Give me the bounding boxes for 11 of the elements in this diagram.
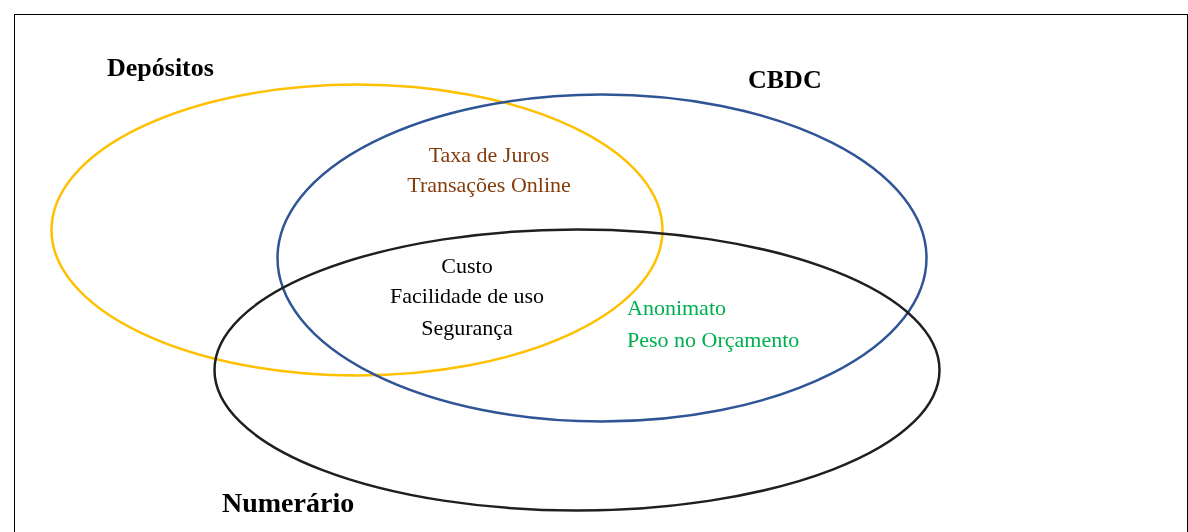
region-item: Facilidade de uso [390,284,544,309]
region-item: Anonimato [627,296,726,321]
region-item: Custo [441,254,493,279]
region-item: Peso no Orçamento [627,328,800,353]
region-item: Segurança [421,316,513,341]
set-title: CBDC [748,66,822,95]
region-item: Taxa de Juros [428,143,550,168]
region-item: Transações Online [407,173,571,198]
set-title: Numerário [222,488,355,519]
set-ellipse [213,228,941,512]
set-title: Depósitos [107,54,214,83]
